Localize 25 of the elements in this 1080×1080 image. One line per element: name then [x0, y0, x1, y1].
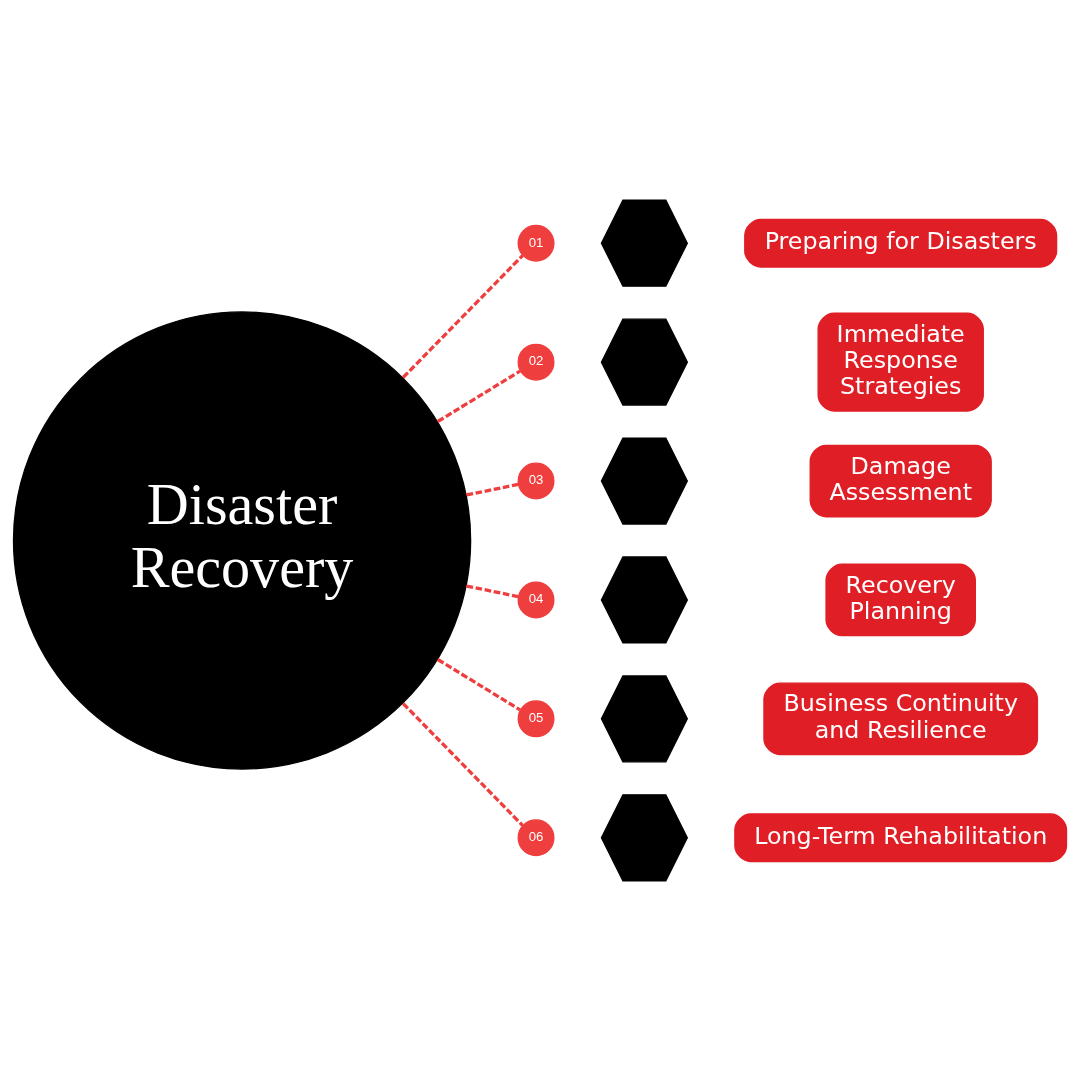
node-box: Immediate Response Strategies	[817, 312, 984, 412]
node-circle: 02	[517, 343, 555, 381]
node-picture	[600, 436, 689, 525]
connector	[466, 482, 519, 497]
node-box: Preparing for Disasters	[744, 218, 1058, 268]
node-circle: 05	[517, 699, 555, 737]
connector	[401, 701, 524, 827]
node-box: Damage Assessment	[809, 444, 992, 517]
node-picture	[600, 555, 689, 644]
node-picture	[600, 793, 689, 881]
connector	[436, 657, 521, 711]
node-box: Long-Term Rehabilitation	[734, 812, 1068, 862]
node-box: Business Continuity and Resilience	[763, 682, 1039, 755]
node-circle: 01	[517, 224, 555, 262]
node-circle: 04	[517, 580, 555, 618]
node-picture	[600, 674, 689, 762]
node-circle: 03	[517, 462, 555, 500]
node-box: Recovery Planning	[825, 563, 976, 636]
node-picture	[600, 318, 689, 406]
node-circle: 06	[517, 818, 555, 856]
connector	[436, 369, 521, 423]
connector	[466, 583, 519, 598]
connector	[401, 253, 524, 379]
node-circle: Disaster Recovery	[12, 310, 472, 770]
node-picture	[600, 199, 689, 287]
